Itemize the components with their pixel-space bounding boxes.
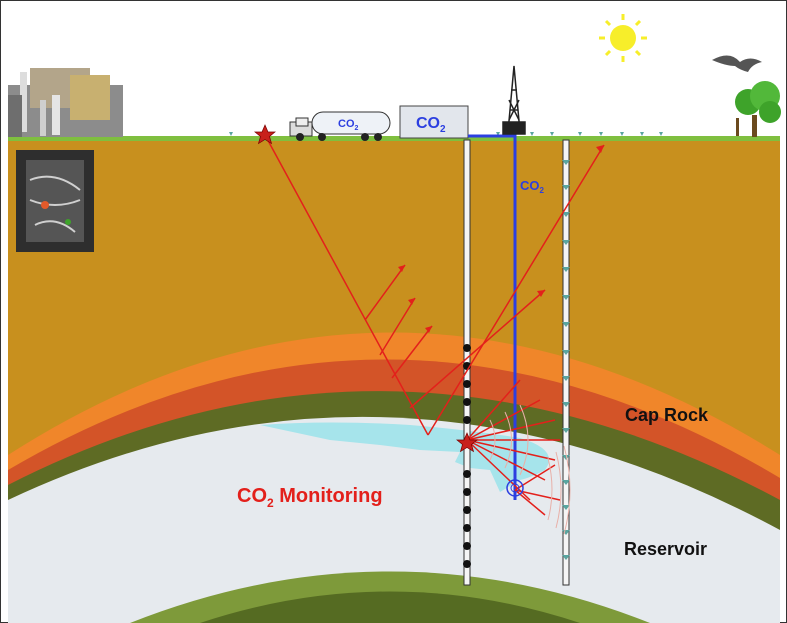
storage-box-icon [399,105,469,139]
deep-layer-core [200,591,580,623]
bird-icon [712,55,762,72]
surface-geophones [229,132,663,136]
seismic-source-star-icon [254,124,276,145]
well-receivers [463,344,471,568]
tanker-truck-icon [289,111,391,141]
injection-point [506,479,524,497]
truck-co2-label: CO2 [338,118,359,132]
ray-arrowheads [398,145,604,333]
monitoring-well-right [562,139,570,586]
reservoir-label: Reservoir [624,539,707,559]
wavefronts [489,404,571,535]
tree-icon [735,81,781,137]
cap-rock-label: Cap Rock [625,405,709,425]
downhole-source-star-icon [456,432,478,453]
co2-monitoring-label: CO2 Monitoring [237,485,383,510]
sun-icon [599,14,647,62]
drilling-rig-icon [502,65,526,135]
reservoir-layer [8,416,780,623]
co2-injection-pipe [468,134,517,500]
ground-surface [8,136,780,141]
well-geophones [562,160,570,560]
storage-co2-label: CO2 [416,115,446,135]
pipe-co2-label: CO2 [520,178,545,195]
instrument-photo-icon [16,150,94,252]
power-plant-icon [8,68,123,137]
